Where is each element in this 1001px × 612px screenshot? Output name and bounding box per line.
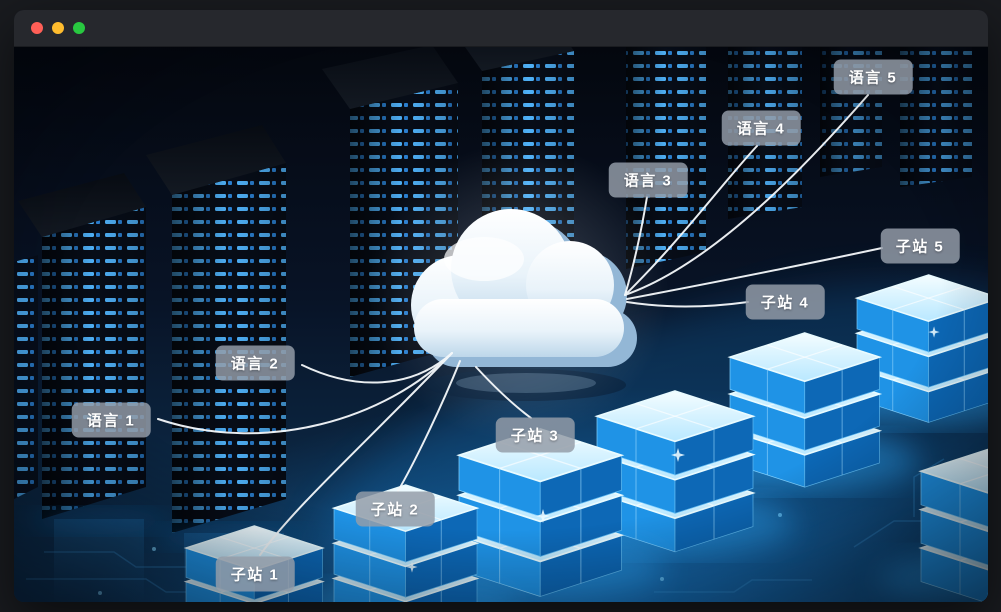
zoom-icon[interactable] (73, 22, 85, 34)
label-language-1: 语言 1 (71, 402, 151, 438)
close-icon[interactable] (31, 22, 43, 34)
label-language-4: 语言 4 (721, 110, 801, 146)
scene-image (14, 47, 988, 602)
scene: 语言 1 语言 2 语言 3 语言 4 语言 5 子站 1 子站 2 子站 3 … (14, 47, 988, 602)
minimize-icon[interactable] (52, 22, 64, 34)
label-site-2: 子站 2 (355, 491, 435, 527)
titlebar (14, 10, 988, 47)
label-site-1: 子站 1 (215, 556, 295, 592)
label-language-2: 语言 2 (215, 345, 295, 381)
label-site-3: 子站 3 (495, 417, 575, 453)
label-site-5: 子站 5 (880, 228, 960, 264)
label-language-3: 语言 3 (608, 162, 688, 198)
label-language-5: 语言 5 (833, 59, 913, 95)
label-site-4: 子站 4 (745, 284, 825, 320)
app-window: 语言 1 语言 2 语言 3 语言 4 语言 5 子站 1 子站 2 子站 3 … (14, 10, 988, 602)
